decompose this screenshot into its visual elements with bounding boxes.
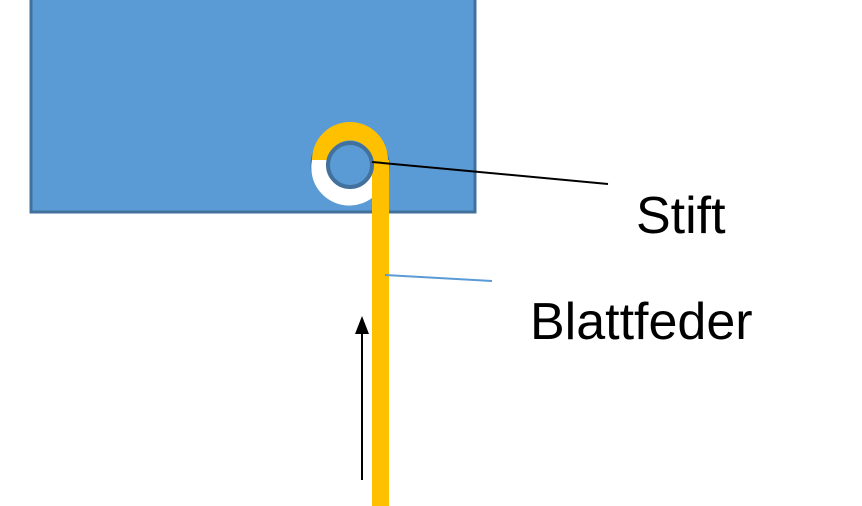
spring-leader-line <box>384 274 493 282</box>
block <box>29 0 477 214</box>
leaf-spring-label: Blattfeder <box>530 293 753 351</box>
pin-label: Stift <box>636 187 726 245</box>
spring-ring-upper <box>312 122 388 165</box>
pin <box>326 141 374 189</box>
leaf-spring <box>372 160 389 506</box>
spring-ring-lower-fill <box>311 160 372 206</box>
pin-leader-line <box>371 161 609 185</box>
force-arrow-head <box>355 316 369 334</box>
